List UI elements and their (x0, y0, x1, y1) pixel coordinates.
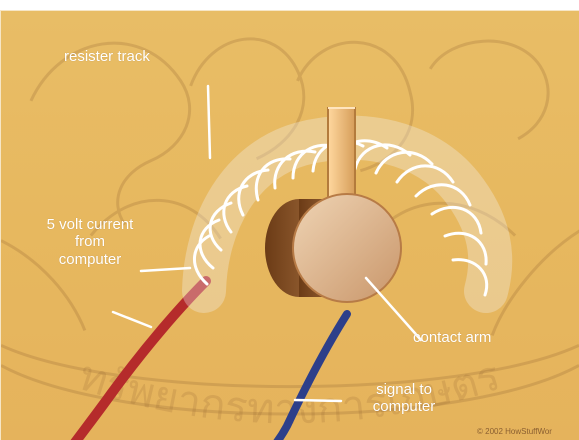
label-signal: signal to computer (344, 381, 464, 416)
wire-red (65, 281, 206, 440)
diagram-panel: ทรัพยากรทางการเกษตร (0, 10, 579, 440)
wire-blue (265, 314, 347, 440)
label-current-source-line1: 5 volt current (15, 216, 165, 233)
label-signal-line1: signal to (344, 381, 464, 398)
label-resistor-track: resister track (64, 48, 150, 65)
copyright-text: © 2002 HowStuffWor (477, 427, 552, 436)
label-contact-arm: contact arm (413, 329, 491, 346)
label-signal-line2: computer (344, 398, 464, 415)
contact-arm (265, 194, 401, 302)
label-current-source: 5 volt current from computer (15, 216, 165, 268)
label-current-source-line2: from (15, 233, 165, 250)
label-current-source-line3: computer (15, 251, 165, 268)
